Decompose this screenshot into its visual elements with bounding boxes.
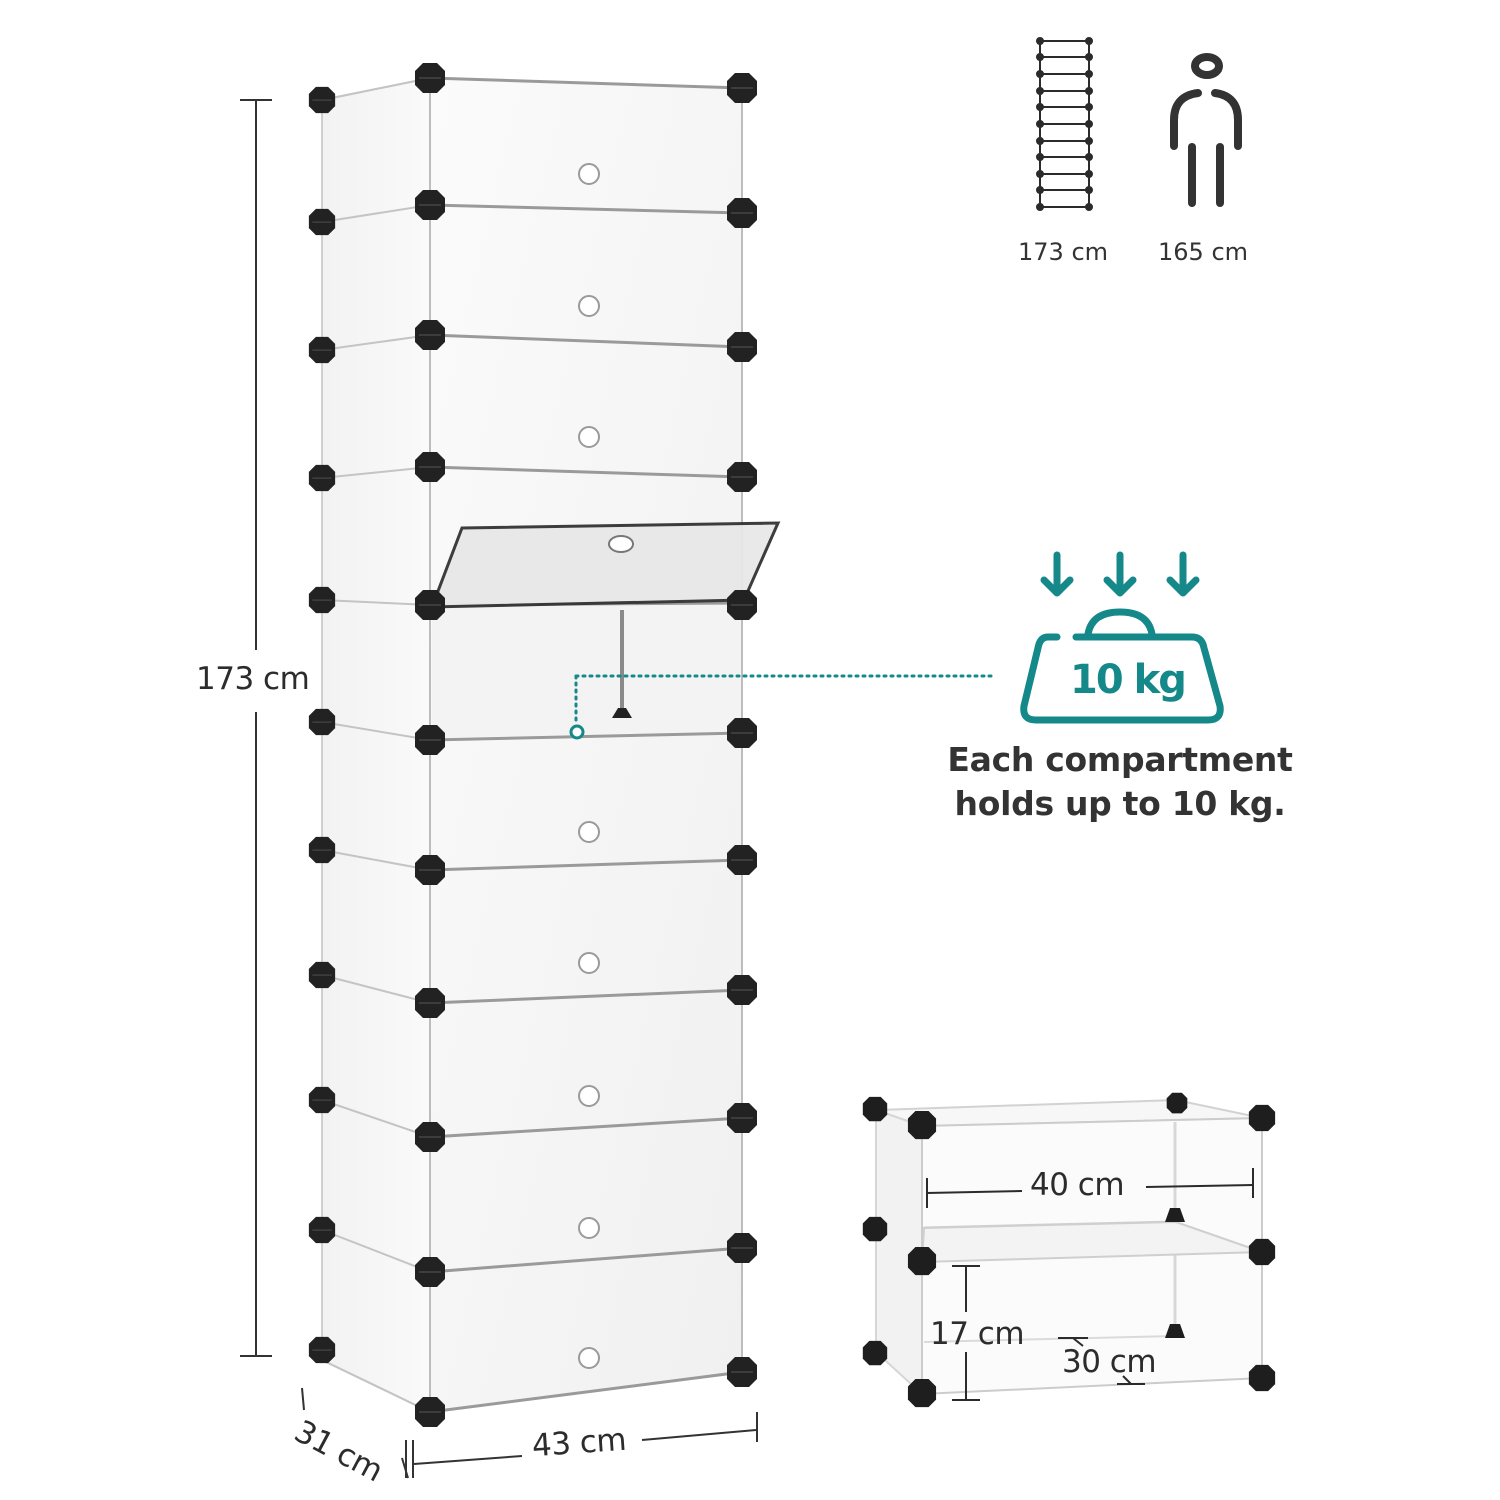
module-height-label: 17 cm <box>930 1316 1025 1352</box>
cabinet-height-caption: 173 cm <box>1018 238 1109 266</box>
person-height-caption: 165 cm <box>1158 238 1249 266</box>
module-depth-label: 30 cm <box>1062 1344 1157 1380</box>
module-width-label: 40 cm <box>1030 1167 1125 1203</box>
weight-label: 10 kg <box>1070 657 1187 703</box>
width-dimension-label: 43 cm <box>530 1421 628 1465</box>
load-capacity-line1: Each compartment <box>947 740 1293 779</box>
load-capacity-line2: holds up to 10 kg. <box>954 784 1286 823</box>
height-dimension-label: 173 cm <box>196 661 310 697</box>
load-capacity-text: Each compartment holds up to 10 kg. <box>930 738 1310 826</box>
